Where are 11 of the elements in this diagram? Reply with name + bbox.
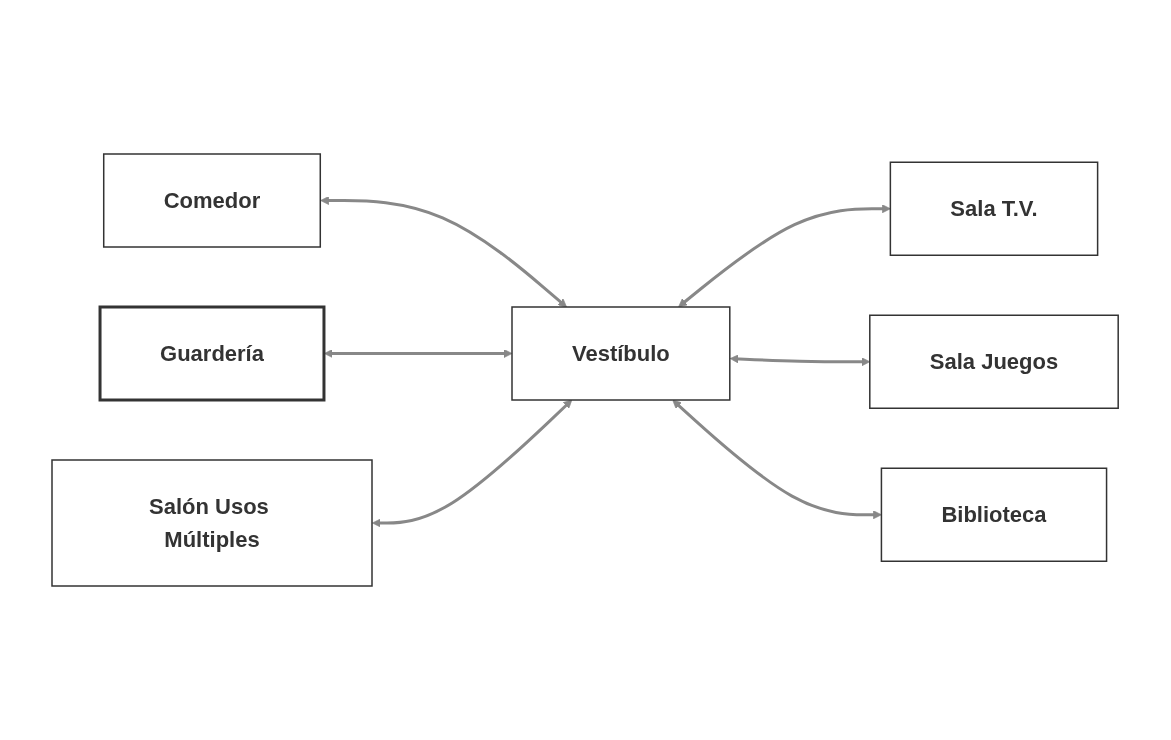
- node-box: Sala Juegos: [869, 314, 1120, 409]
- arrow: [324, 349, 513, 358]
- arrow: [372, 399, 573, 528]
- node-box: Guardería: [98, 305, 326, 402]
- arrow: [730, 354, 871, 367]
- node-box: Biblioteca: [881, 467, 1108, 562]
- node-box: Comedor: [103, 153, 322, 248]
- node-box: Sala T.V.: [890, 161, 1099, 256]
- node-box: Vestíbulo: [511, 306, 731, 401]
- arrow: [320, 196, 568, 308]
- node-box: Salón Usos Múltiples: [51, 459, 374, 587]
